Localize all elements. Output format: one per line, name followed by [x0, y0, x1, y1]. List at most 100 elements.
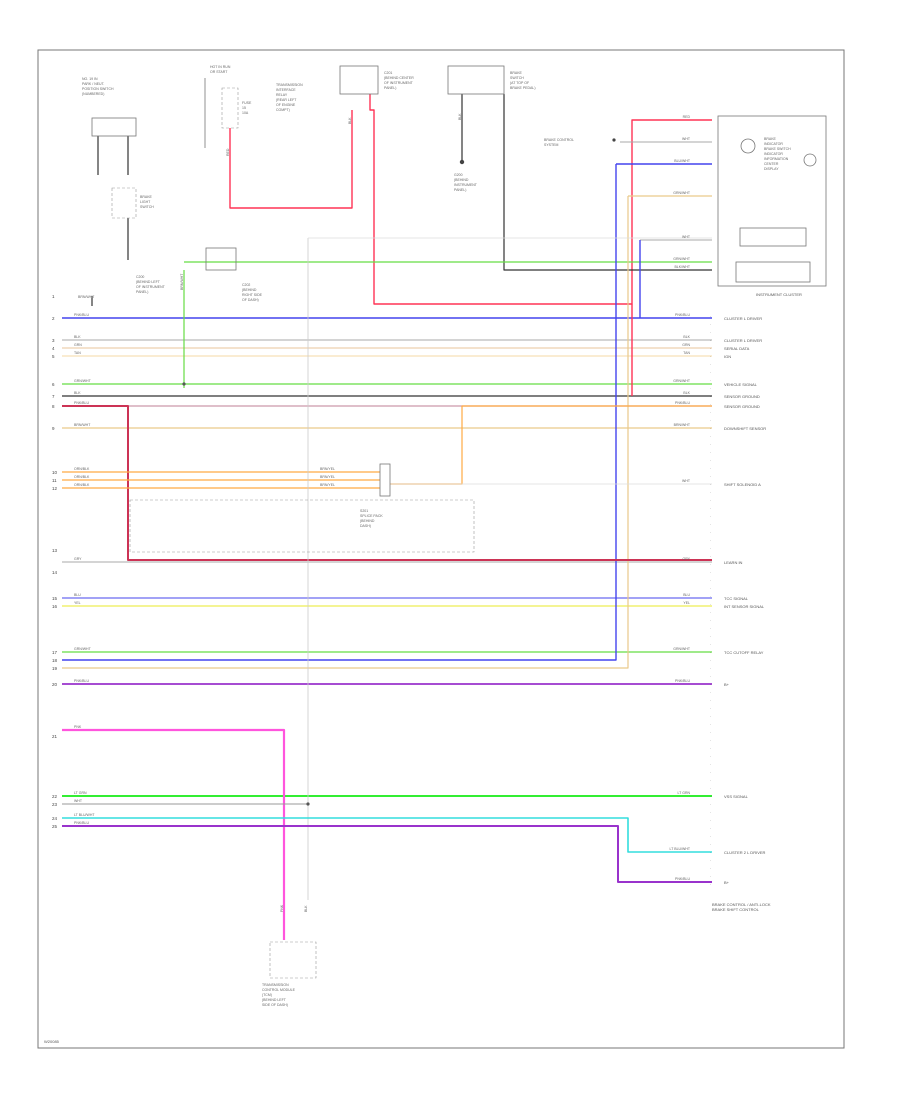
- vertical-wire-label: PNK: [280, 904, 284, 912]
- tcm-box: [269, 941, 317, 979]
- pin-mark: ·: [710, 395, 711, 399]
- right-wire-label: GRN: [682, 343, 690, 347]
- pin-mark: ·: [710, 571, 711, 575]
- pin-mark: ·: [710, 643, 711, 647]
- pin-mark: ·: [710, 763, 711, 767]
- pin-mark: ·: [710, 587, 711, 591]
- left-wire-label: BLK: [74, 391, 81, 395]
- connector-label: C201: [384, 71, 392, 75]
- tcm-label: (BEHIND LEFT: [262, 998, 287, 1002]
- module-label: BRAKE CONTROL / ANTI-LOCK: [712, 902, 771, 907]
- pink-wire: [62, 728, 286, 940]
- pin-mark: ·: [710, 539, 711, 543]
- relay-label: INTERFACE: [276, 88, 296, 92]
- wire-label: WHT: [682, 235, 691, 239]
- left-wire-label: GRN/WHT: [74, 379, 92, 383]
- circuit-label: VEHICLE SIGNAL: [724, 382, 758, 387]
- brake-switch-label: SWITCH: [510, 76, 524, 80]
- pin-mark: ·: [710, 531, 711, 535]
- circuit-label: CLUSTER 2 L DRIVER: [724, 850, 766, 855]
- pin-mark: ·: [710, 467, 711, 471]
- circuit-label: B+: [724, 682, 730, 687]
- splice-label: S201: [360, 509, 368, 513]
- connector-label: OF DASH): [242, 298, 259, 302]
- left-wire-label: PNK/BLU: [74, 313, 89, 317]
- brake-switch-label: BRAKE: [510, 71, 523, 75]
- left-wire-label: BLU: [74, 593, 81, 597]
- left-wire-label: GRN/WHT: [74, 647, 92, 651]
- pin-mark: ·: [710, 835, 711, 839]
- right-wire-label: PNK/BLU: [675, 679, 690, 683]
- splice-label: SPLICE PACK: [360, 514, 383, 518]
- relay-box: [205, 247, 237, 271]
- pin-mark: ·: [710, 603, 711, 607]
- vertical-wire-label: BLK: [304, 905, 308, 912]
- cluster-part-label: DISPLAY: [764, 167, 779, 171]
- pin-number: 25: [52, 824, 58, 829]
- pin-mark: ·: [710, 651, 711, 655]
- pin-mark: ·: [710, 387, 711, 391]
- park-neutral-label: PARK / NEUT.: [82, 82, 105, 86]
- right-wire-label: LT BLU/WHT: [670, 847, 691, 851]
- pin-mark: ·: [710, 795, 711, 799]
- pin-mark: ·: [710, 739, 711, 743]
- pin-number: 17: [52, 650, 58, 655]
- circuit-label: SHIFT SOLENOID A: [724, 482, 761, 487]
- right-wire-label: BLU: [683, 593, 690, 597]
- left-wire-label: LT BLU/WHT: [74, 813, 95, 817]
- connector-label: PANEL): [384, 86, 396, 90]
- left-wire-label: GRY: [74, 557, 82, 561]
- pin-mark: ·: [710, 371, 711, 375]
- left-wire-label: BLK: [74, 335, 81, 339]
- brake-light-label: BRAKE: [140, 195, 153, 199]
- relay-box: [447, 65, 505, 95]
- splice-region: [129, 499, 475, 553]
- pin-mark: ·: [710, 523, 711, 527]
- pin-mark: ·: [710, 747, 711, 751]
- pin-mark: ·: [710, 667, 711, 671]
- pin-mark: ·: [710, 659, 711, 663]
- cluster-part-label: CENTER: [764, 162, 779, 166]
- pin-mark: ·: [710, 579, 711, 583]
- pin-number: 14: [52, 570, 58, 575]
- wire-label: BLU/WHT: [674, 159, 691, 163]
- wire-layer: [62, 94, 712, 940]
- pin-mark: ·: [710, 731, 711, 735]
- wire-label: BLK/WHT: [674, 265, 690, 269]
- splice-block: [379, 463, 391, 497]
- relay-label: OF ENGINE: [276, 103, 296, 107]
- left-wire-label: ORN/BLK: [74, 483, 90, 487]
- pin-number: 6: [52, 382, 55, 387]
- pin-mark: ·: [710, 475, 711, 479]
- connector-label: (BEHIND: [242, 288, 257, 292]
- right-wire-label: PNK/BLU: [675, 313, 690, 317]
- tan-riser: [62, 196, 629, 669]
- pin-mark: ·: [710, 619, 711, 623]
- splice-dot: [182, 382, 186, 386]
- maroon-loop-wire: [62, 405, 712, 561]
- pin-mark: ·: [710, 771, 711, 775]
- right-wire-label: GRY: [682, 557, 690, 561]
- left-wire-label: YEL: [74, 601, 81, 605]
- left-wire-label: PNK: [74, 725, 82, 729]
- pin-number: 10: [52, 470, 58, 475]
- park-neutral-label: NO. 19 IN: [82, 77, 98, 81]
- park-neutral-label: (NUMBERED): [82, 92, 104, 96]
- pin-mark: ·: [710, 499, 711, 503]
- diagram-frame: [37, 49, 845, 1049]
- pin-mark: ·: [710, 883, 711, 887]
- mid-wire-label: BRN/YEL: [320, 467, 335, 471]
- pin-number: 13: [52, 548, 58, 553]
- pin-number: 11: [52, 478, 57, 483]
- vertical-wire-label: BLK: [348, 117, 352, 124]
- pin-number: 4: [52, 346, 55, 351]
- pin-mark: ·: [710, 363, 711, 367]
- right-wire-label: LT GRN: [677, 791, 690, 795]
- pin-mark: ·: [710, 699, 711, 703]
- pin-mark: ·: [710, 491, 711, 495]
- pin-mark: ·: [710, 691, 711, 695]
- pin-mark: ·: [710, 419, 711, 423]
- wire-label: RED: [683, 115, 691, 119]
- right-wire-label: BLK: [683, 391, 690, 395]
